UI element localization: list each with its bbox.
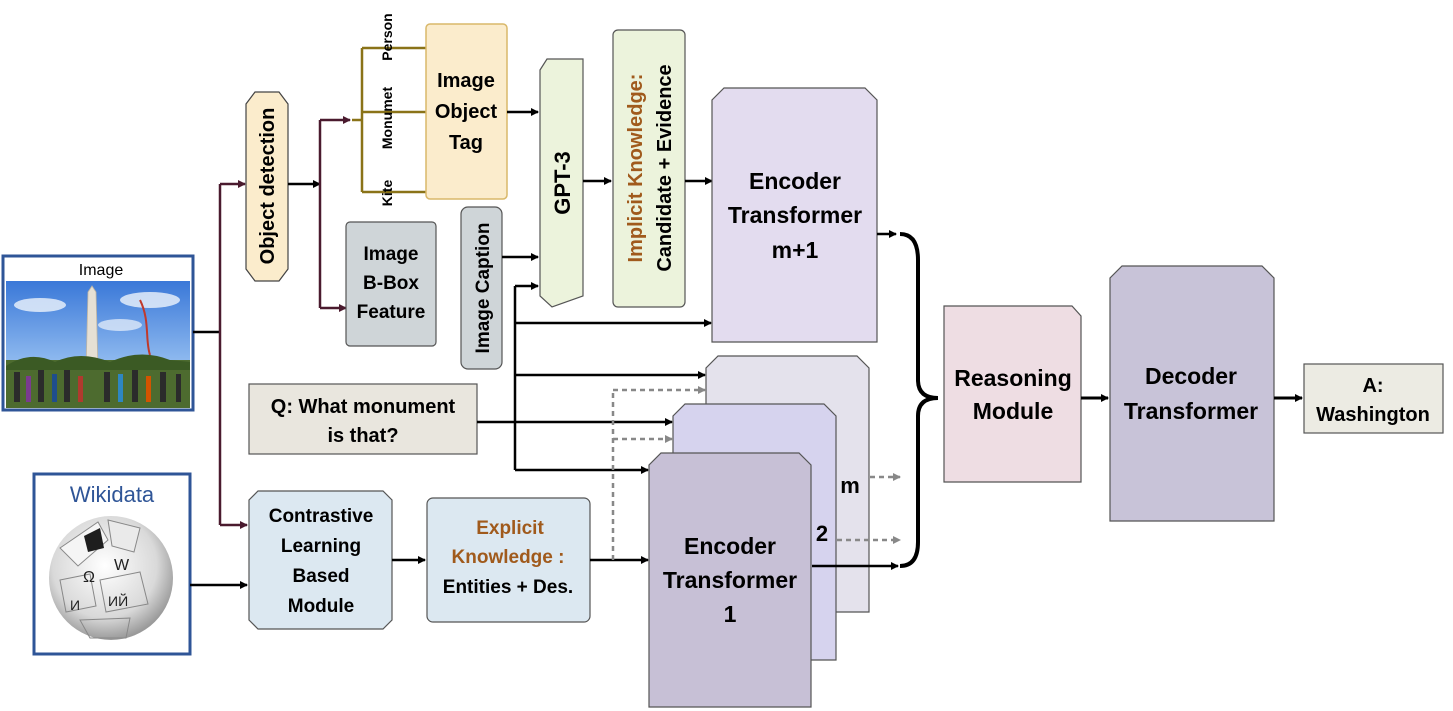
encoder-outputs [812, 230, 939, 570]
object-detection-box: Object detection [245, 91, 289, 282]
encoder-stack-front: Encoder Transformer 1 [648, 452, 812, 708]
encoder-front-line-3: 1 [724, 601, 737, 627]
image-caption-box: Image Caption [460, 206, 503, 370]
encoder-top-line-3: m+1 [772, 237, 819, 263]
decoder-line-2: Transformer [1124, 398, 1258, 424]
encoder-top-box: Encoder Transformer m+1 [711, 87, 878, 343]
encoder-top-line-1: Encoder [749, 168, 841, 194]
image-object-tag-box: Image Object Tag [425, 23, 508, 200]
answer-line-1: A: [1362, 375, 1383, 397]
tag-person: Person [379, 13, 395, 60]
image-object-tag-line-1: Image [437, 70, 495, 92]
question-box: Q: What monument is that? [248, 383, 478, 455]
image-object-tag-line-2: Object [435, 101, 498, 123]
encoder-front-line-2: Transformer [663, 567, 797, 593]
globe-glyph-i: И [70, 597, 80, 613]
image-connectors [190, 180, 248, 589]
bbox-feature-box: Image B-Box Feature [345, 221, 437, 347]
washington-photo [6, 281, 190, 408]
decoder-box: Decoder Transformer [1109, 265, 1275, 522]
gpt3-label: GPT-3 [550, 151, 575, 215]
contrastive-line-3: Based [292, 566, 349, 587]
explicit-connectors [590, 386, 706, 564]
explicit-title-line-2: Knowledge : [452, 547, 565, 568]
globe-glyph-omega: Ω [83, 569, 95, 586]
bbox-feature-line-2: B-Box [363, 273, 419, 294]
contrastive-module-box: Contrastive Learning Based Module [248, 490, 393, 630]
answer-box: A: Washington [1303, 363, 1444, 434]
wikidata-panel: Wikidata Ω W И ИЙ [32, 472, 192, 656]
encoder-top-line-2: Transformer [728, 202, 862, 228]
implicit-knowledge-title: Implicit Knowledge: [625, 74, 647, 263]
tag-kite: Kite [379, 180, 395, 207]
bbox-feature-line-3: Feature [357, 302, 426, 323]
answer-line-2: Washington [1316, 404, 1430, 426]
tag-monument: Monumet [379, 87, 395, 150]
object-detection-label: Object detection [257, 108, 279, 265]
gpt3-box: GPT-3 [539, 58, 584, 308]
contrastive-line-1: Contrastive [269, 506, 374, 527]
explicit-title-line-1: Explicit [476, 518, 544, 539]
globe-glyph-iy: ИЙ [108, 592, 128, 609]
implicit-knowledge-body: Candidate + Evidence [654, 64, 676, 271]
question-line-1: Q: What monument [271, 396, 456, 418]
contrastive-line-2: Learning [281, 536, 361, 557]
decoder-line-1: Decoder [1145, 363, 1237, 389]
image-panel-label: Image [79, 262, 124, 279]
globe-glyph-w: W [114, 557, 130, 574]
trunk-connectors [477, 282, 712, 474]
implicit-knowledge-box: Implicit Knowledge: Candidate + Evidence [612, 29, 686, 308]
encoder-front-line-1: Encoder [684, 533, 776, 559]
explicit-body: Entities + Des. [443, 577, 573, 598]
contrastive-line-4: Module [288, 596, 355, 617]
encoder-label-2: 2 [816, 521, 828, 546]
bbox-feature-line-1: Image [364, 244, 419, 265]
explicit-knowledge-box: Explicit Knowledge : Entities + Des. [426, 497, 591, 623]
tag-bracket [352, 46, 426, 194]
encoder-label-m: m [840, 473, 860, 498]
wikipedia-globe-icon: Ω W И ИЙ [49, 516, 173, 640]
image-caption-label: Image Caption [473, 223, 494, 354]
reasoning-module-box: Reasoning Module [943, 305, 1082, 483]
wikidata-label: Wikidata [70, 482, 155, 507]
question-line-2: is that? [327, 425, 398, 447]
object-detection-connectors [288, 116, 351, 312]
image-object-tag-line-3: Tag [449, 132, 483, 154]
image-panel: Image [1, 254, 195, 412]
reasoning-line-1: Reasoning [954, 365, 1072, 391]
reasoning-line-2: Module [973, 398, 1054, 424]
